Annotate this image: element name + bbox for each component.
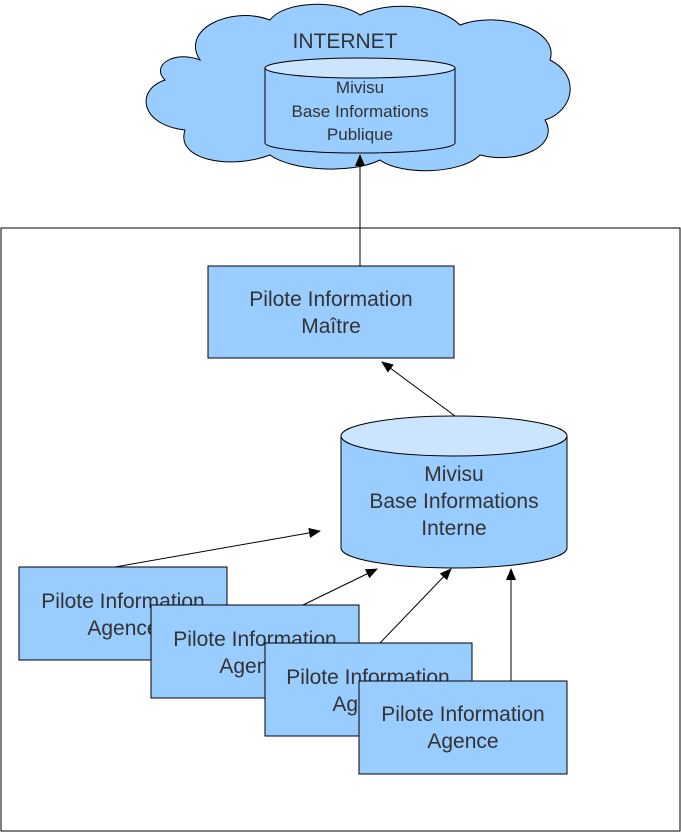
internal-network-frame: [0, 227, 681, 832]
master-pilot-box: [207, 265, 455, 359]
arrow-agence-1: [114, 527, 321, 568]
arrow-agence-3: [379, 568, 452, 644]
master-line2: Maître: [301, 315, 361, 338]
internal-db-line1: Mivisu: [424, 463, 484, 486]
internal-database: [340, 415, 568, 569]
arrow-internal-to-master: [381, 361, 456, 417]
public-db-line2: Base Informations: [291, 102, 428, 121]
arrow-agence-2: [302, 568, 378, 606]
agence-4-line1: Pilote Information: [381, 703, 544, 726]
master-line1: Pilote Information: [249, 288, 412, 311]
internal-db-line2: Base Informations: [369, 490, 538, 513]
agence-box-4: [358, 680, 568, 775]
agence-4-line2: Agence: [427, 730, 498, 753]
public-db-line3: Publique: [327, 125, 393, 144]
internal-db-line3: Interne: [421, 517, 486, 540]
public-db-line1: Mivisu: [336, 78, 384, 97]
public-database: [264, 57, 456, 154]
internet-label: INTERNET: [293, 30, 398, 53]
agence-1-line2: Agence: [87, 617, 158, 640]
